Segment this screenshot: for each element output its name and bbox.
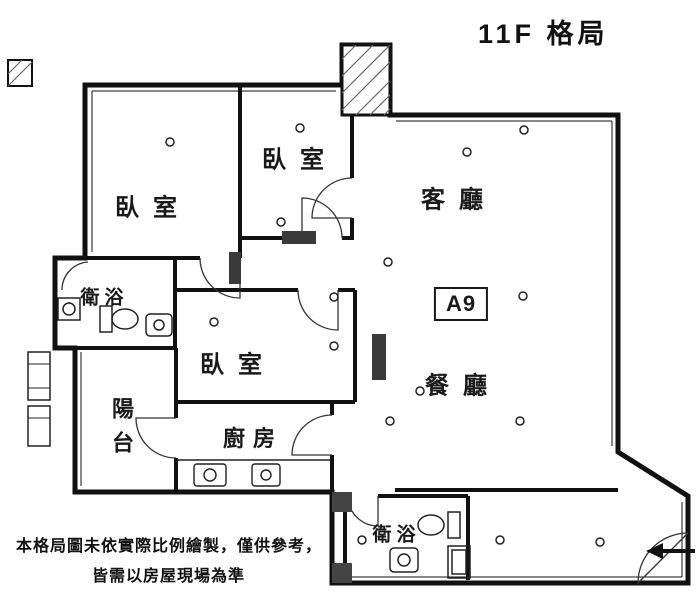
room-label-bedroom-middle: 臥室: [200, 351, 276, 379]
door-balcony: [135, 417, 177, 459]
room-label-kitchen: 廚房: [222, 426, 284, 451]
bathroom-left-fixtures: [57, 297, 173, 337]
floor-title: 11F 格局: [478, 19, 609, 49]
toilet-icon: [111, 308, 139, 330]
sink-icon: [389, 547, 419, 573]
door-bedroom-middle: [297, 289, 339, 331]
bathroom-bottom-fixtures: [389, 511, 471, 579]
window-blocks: [229, 231, 386, 380]
room-label-dining-room: 餐廳: [425, 372, 501, 400]
shower-drain-icon: [62, 302, 76, 316]
shower-icon: [447, 545, 471, 579]
toilet-icon: [417, 514, 445, 536]
shaft-column: [340, 43, 392, 117]
ac-unit-icon: [27, 351, 51, 401]
appliance-units: [27, 351, 51, 447]
sprinkler-circles: [165, 123, 605, 547]
strip-column-top: [332, 492, 352, 512]
stove-icon: [251, 463, 281, 487]
room-label-bathroom-left: 衛浴: [80, 287, 129, 309]
room-label-bedroom-left: 臥室: [115, 194, 191, 222]
door-living-hall: [311, 177, 353, 219]
room-label-bedroom-top: 臥室: [262, 146, 338, 174]
stove-burner-icon: [260, 469, 272, 481]
unit-label: A9: [433, 287, 489, 321]
strip-column-bottom: [332, 563, 352, 583]
kitchen-sink-icon: [193, 463, 227, 487]
shower-icon: [57, 297, 81, 321]
corner-column: [7, 59, 33, 87]
door-bathroom-left: [61, 261, 89, 291]
room-label-bathroom-bottom: 衛浴: [372, 524, 421, 546]
water-heater-icon: [27, 405, 51, 447]
window-block-1: [282, 231, 316, 244]
shower-tray-icon: [451, 549, 467, 575]
room-label-living-room: 客廳: [421, 186, 497, 214]
sink-drain-icon: [153, 319, 165, 331]
door-kitchen: [291, 414, 333, 456]
disclaimer-line-2: 皆需以房屋現場為準: [92, 568, 246, 585]
interior-walls: [75, 85, 618, 583]
sink-icon: [145, 313, 173, 337]
sink-drain-icon: [397, 553, 411, 567]
toilet-tank-icon: [447, 511, 461, 539]
toilet-tank-icon: [99, 305, 113, 333]
door-bedroom-left: [199, 257, 241, 299]
kitchen-counter: [178, 459, 330, 487]
wall-inner-lines: [80, 90, 683, 578]
door-bedroom-top: [301, 197, 343, 239]
entrance-arrow-icon: [646, 543, 695, 559]
disclaimer-line-1: 本格局圖未依實際比例繪製，僅供參考，: [16, 538, 323, 555]
kitchen-sink-drain-icon: [203, 468, 217, 482]
window-block-2: [229, 252, 241, 284]
room-label-balcony: 陽台: [109, 397, 134, 465]
columns: [7, 43, 392, 583]
window-block-3: [372, 334, 386, 380]
